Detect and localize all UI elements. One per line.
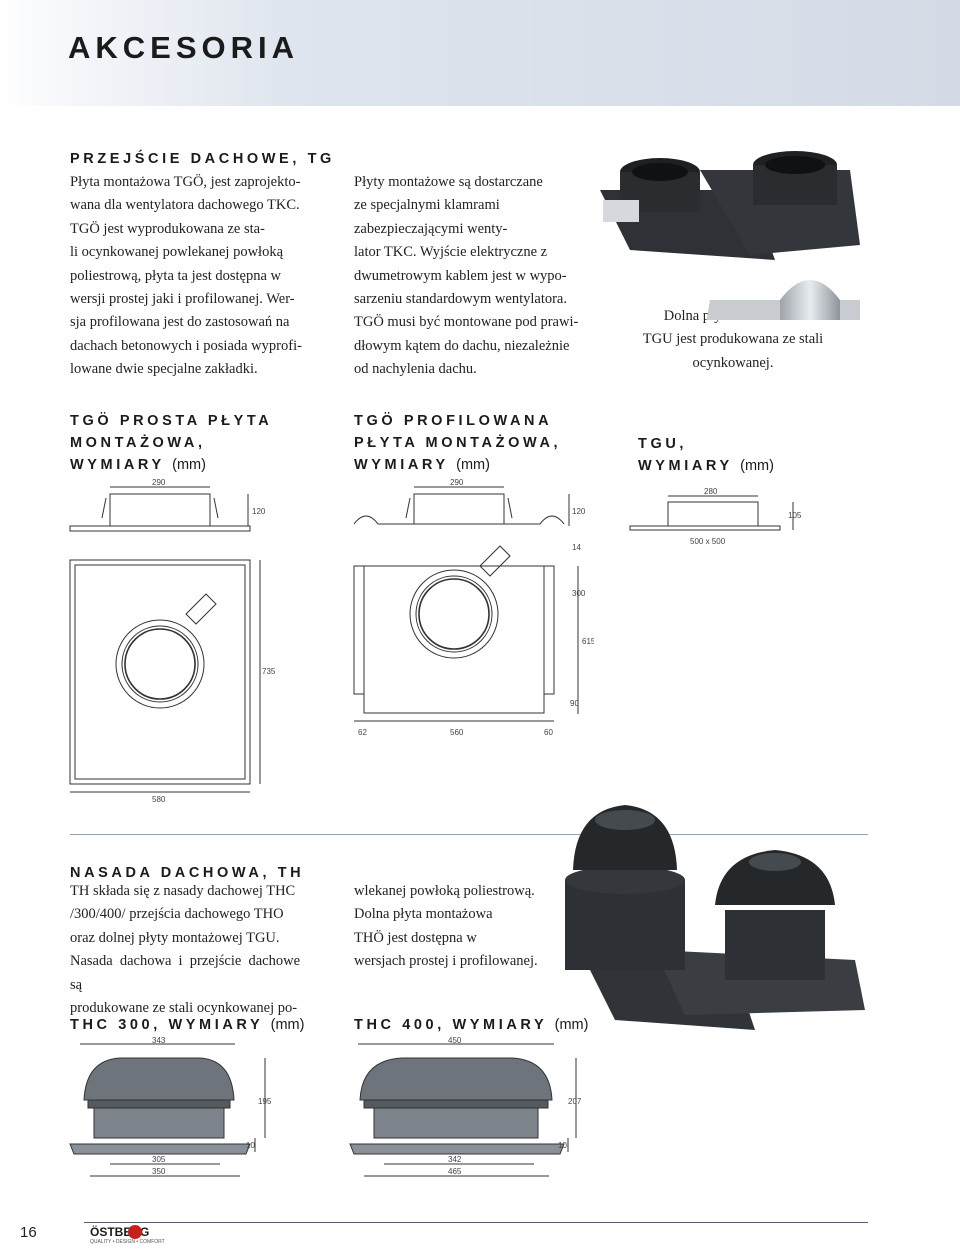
svg-text:465: 465 bbox=[448, 1167, 462, 1176]
svg-text:350: 350 bbox=[152, 1167, 166, 1176]
caption-tgo-prosta: TGÖ PROSTA PŁYTA MONTAŻOWA, WYMIARY (mm) bbox=[70, 413, 273, 473]
drawing-tgu: 280 105 500 x 500 bbox=[629, 487, 802, 546]
th-paragraph-1: TH składa się z nasady dachowej THC /300… bbox=[70, 883, 300, 1017]
caption-thc400: THC 400, WYMIARY (mm) bbox=[354, 1017, 589, 1033]
svg-text:120: 120 bbox=[252, 507, 266, 516]
svg-text:60: 60 bbox=[544, 728, 553, 737]
header-band bbox=[0, 0, 960, 106]
svg-text:10: 10 bbox=[246, 1141, 255, 1150]
svg-text:195: 195 bbox=[258, 1097, 272, 1106]
svg-text:207: 207 bbox=[568, 1097, 582, 1106]
svg-text:580: 580 bbox=[152, 795, 166, 804]
page-title: AKCESORIA bbox=[68, 30, 300, 65]
svg-text:90: 90 bbox=[570, 699, 579, 708]
svg-text:300: 300 bbox=[572, 589, 586, 598]
caption-tgo-profil: TGÖ PROFILOWANA PŁYTA MONTAŻOWA, WYMIARY… bbox=[354, 413, 562, 473]
drawing-thc400: 450 207 10 342 465 bbox=[349, 1036, 582, 1177]
svg-text:500 x 500: 500 x 500 bbox=[690, 537, 726, 546]
drawing-thc300: 343 195 10 305 350 bbox=[69, 1036, 272, 1177]
svg-text:280: 280 bbox=[704, 487, 718, 496]
svg-text:560: 560 bbox=[450, 728, 464, 737]
th-hood-2 bbox=[715, 850, 835, 905]
th-roof-hoods-photo bbox=[565, 805, 865, 1030]
tg-plates-photo bbox=[600, 151, 860, 320]
svg-text:120: 120 bbox=[572, 507, 586, 516]
brand-logo-mark-icon bbox=[128, 1225, 142, 1239]
svg-text:290: 290 bbox=[152, 478, 166, 487]
junction-box bbox=[603, 200, 639, 222]
section-divider bbox=[70, 834, 868, 835]
svg-text:10: 10 bbox=[558, 1141, 567, 1150]
drawing-tgo-prosta: 290 120 735 580 bbox=[69, 478, 276, 804]
caption-thc300: THC 300, WYMIARY (mm) bbox=[70, 1017, 305, 1033]
svg-text:14: 14 bbox=[572, 543, 581, 552]
drawing-tgo-profil: 290 120 14 300 615 90 62 560 60 bbox=[353, 478, 594, 737]
section-heading-th: NASADA DACHOWA, TH bbox=[70, 865, 305, 881]
tg-paragraph-2: Płyty montażowe są dostarczane ze specja… bbox=[354, 174, 579, 378]
section-heading-tg: PRZEJŚCIE DACHOWE, TG bbox=[70, 151, 335, 167]
svg-text:450: 450 bbox=[448, 1036, 462, 1045]
th-paragraph-2: wlekanej powłoką poliestrową. Dolna płyt… bbox=[354, 883, 538, 970]
tg-paragraph-1: Płyta montażowa TGÖ, jest zaprojekto- wa… bbox=[70, 174, 302, 378]
tgu-collar bbox=[780, 280, 840, 320]
footer-rule bbox=[84, 1222, 868, 1223]
page-number: 16 bbox=[20, 1224, 37, 1241]
svg-text:615: 615 bbox=[582, 637, 594, 646]
svg-text:62: 62 bbox=[358, 728, 367, 737]
svg-text:735: 735 bbox=[262, 667, 276, 676]
svg-text:343: 343 bbox=[152, 1036, 166, 1045]
svg-text:305: 305 bbox=[152, 1155, 166, 1164]
svg-text:342: 342 bbox=[448, 1155, 462, 1164]
brand-tagline: QUALITY • DESIGN • COMFORT bbox=[90, 1239, 165, 1245]
svg-text:105: 105 bbox=[788, 511, 802, 520]
caption-tgu: TGU, WYMIARY (mm) bbox=[638, 436, 774, 474]
svg-text:290: 290 bbox=[450, 478, 464, 487]
